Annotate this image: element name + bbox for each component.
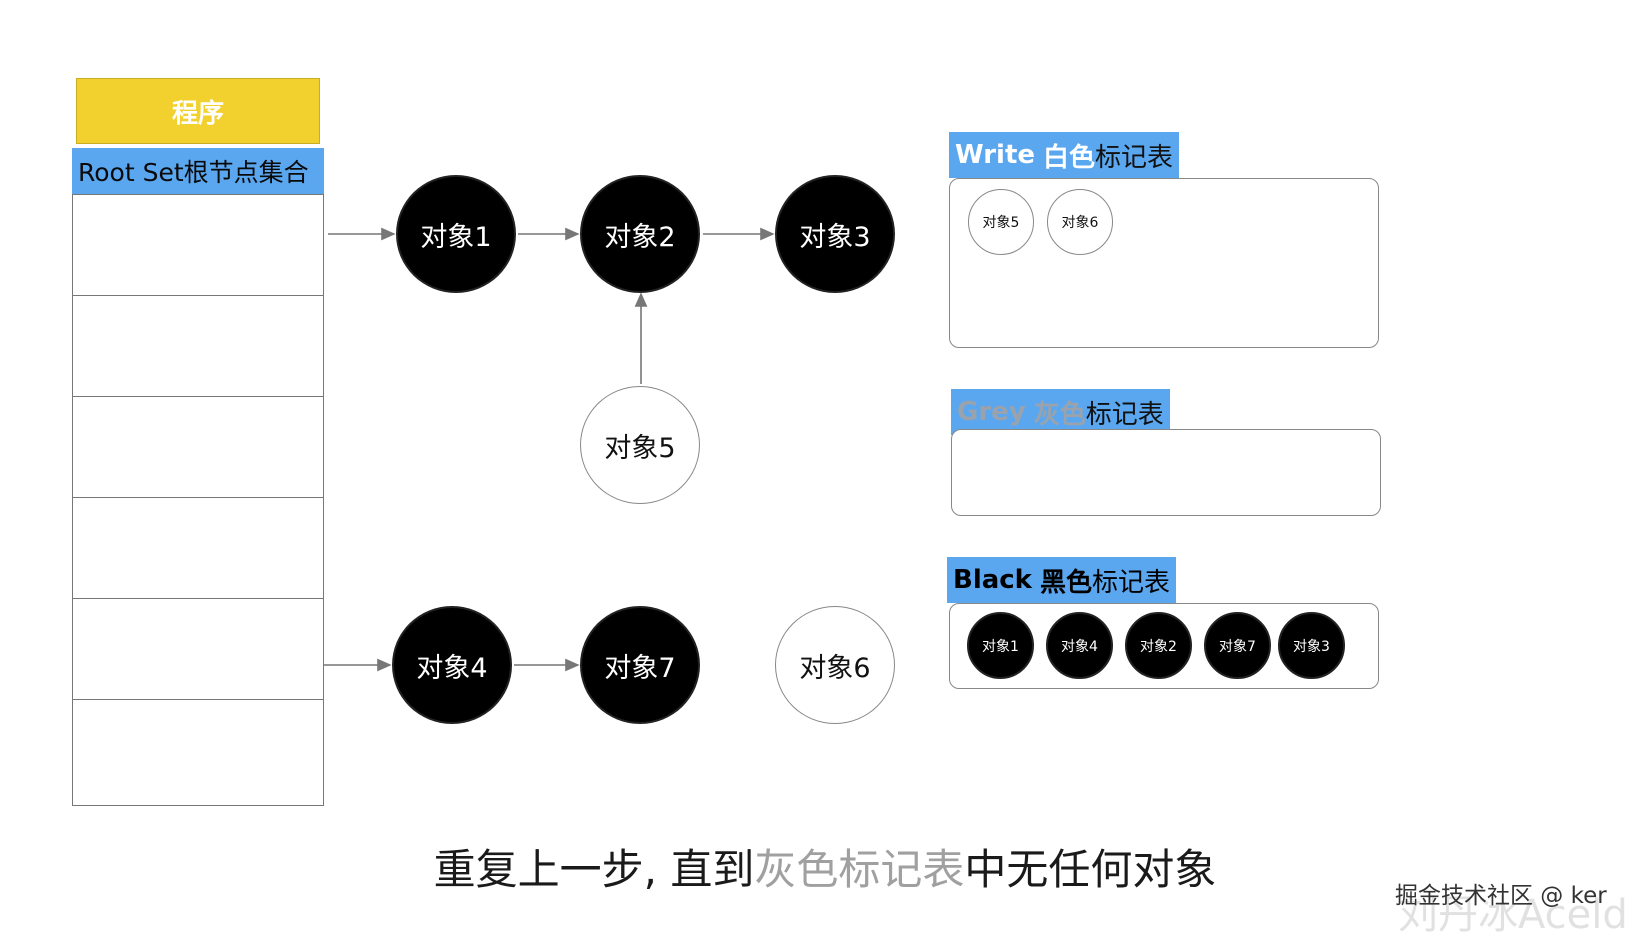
grey-table-tag: Grey 灰色 标记表 — [951, 389, 1170, 435]
grey-table-en: Grey — [957, 397, 1026, 427]
node-label: 对象4 — [416, 652, 488, 684]
black-item-label: 对象7 — [1219, 638, 1256, 655]
root-slot — [73, 296, 323, 397]
black-table-en: Black — [953, 565, 1032, 595]
caption-suffix: 中无任何对象 — [964, 845, 1217, 894]
root-set-table — [72, 194, 324, 806]
grey-table-panel — [951, 429, 1381, 516]
black-item-obj2: 对象2 — [1125, 612, 1192, 679]
root-slot — [73, 195, 323, 296]
root-set-label: Root Set根节点集合 — [78, 158, 309, 187]
node-obj1: 对象1 — [396, 175, 516, 293]
node-label: 对象5 — [604, 432, 676, 464]
white-item-label: 对象5 — [982, 215, 1020, 231]
root-set-header: Root Set根节点集合 — [72, 148, 324, 194]
program-header: 程序 — [76, 78, 320, 144]
node-obj4: 对象4 — [392, 606, 512, 724]
black-item-label: 对象2 — [1140, 638, 1177, 655]
caption-highlight: 灰色标记表 — [754, 845, 965, 894]
white-table-cn: 白色 — [1043, 142, 1096, 173]
watermark: 掘金技术社区 @ ker — [1395, 883, 1607, 909]
black-item-obj1: 对象1 — [967, 612, 1034, 679]
white-item-label: 对象6 — [1061, 215, 1099, 231]
white-item-obj6: 对象6 — [1047, 189, 1113, 255]
root-slot — [73, 397, 323, 498]
black-item-obj7: 对象7 — [1204, 612, 1271, 679]
white-table-en: Write — [955, 140, 1036, 170]
node-label: 对象1 — [420, 221, 492, 253]
root-slot — [73, 700, 323, 801]
node-obj2: 对象2 — [580, 175, 700, 293]
black-item-label: 对象1 — [982, 638, 1019, 655]
black-item-obj4: 对象4 — [1046, 612, 1113, 679]
node-obj7: 对象7 — [580, 606, 700, 724]
black-item-label: 对象3 — [1293, 638, 1330, 655]
node-obj3: 对象3 — [775, 175, 895, 293]
node-label: 对象6 — [799, 652, 871, 684]
node-label: 对象3 — [799, 221, 871, 253]
node-label: 对象7 — [604, 652, 676, 684]
node-obj6: 对象6 — [775, 606, 895, 724]
program-label: 程序 — [171, 98, 224, 129]
black-table-cn: 黑色 — [1039, 567, 1092, 598]
grey-table-suffix: 标记表 — [1085, 399, 1164, 430]
white-table-tag: Write 白色 标记表 — [949, 132, 1180, 178]
grey-table-cn: 灰色 — [1033, 399, 1086, 430]
node-obj5: 对象5 — [580, 386, 700, 504]
black-table-suffix: 标记表 — [1092, 567, 1171, 598]
black-item-label: 对象4 — [1061, 638, 1098, 655]
root-slot — [73, 498, 323, 599]
white-item-obj5: 对象5 — [968, 189, 1034, 255]
node-label: 对象2 — [604, 221, 676, 253]
black-item-obj3: 对象3 — [1278, 612, 1345, 679]
black-table-tag: Black 黑色 标记表 — [947, 557, 1177, 603]
root-slot — [73, 599, 323, 700]
white-table-suffix: 标记表 — [1095, 142, 1174, 173]
caption: 重复上一步, 直到灰色标记表中无任何对象 — [0, 836, 1650, 897]
caption-prefix: 重复上一步, 直到 — [433, 845, 755, 894]
